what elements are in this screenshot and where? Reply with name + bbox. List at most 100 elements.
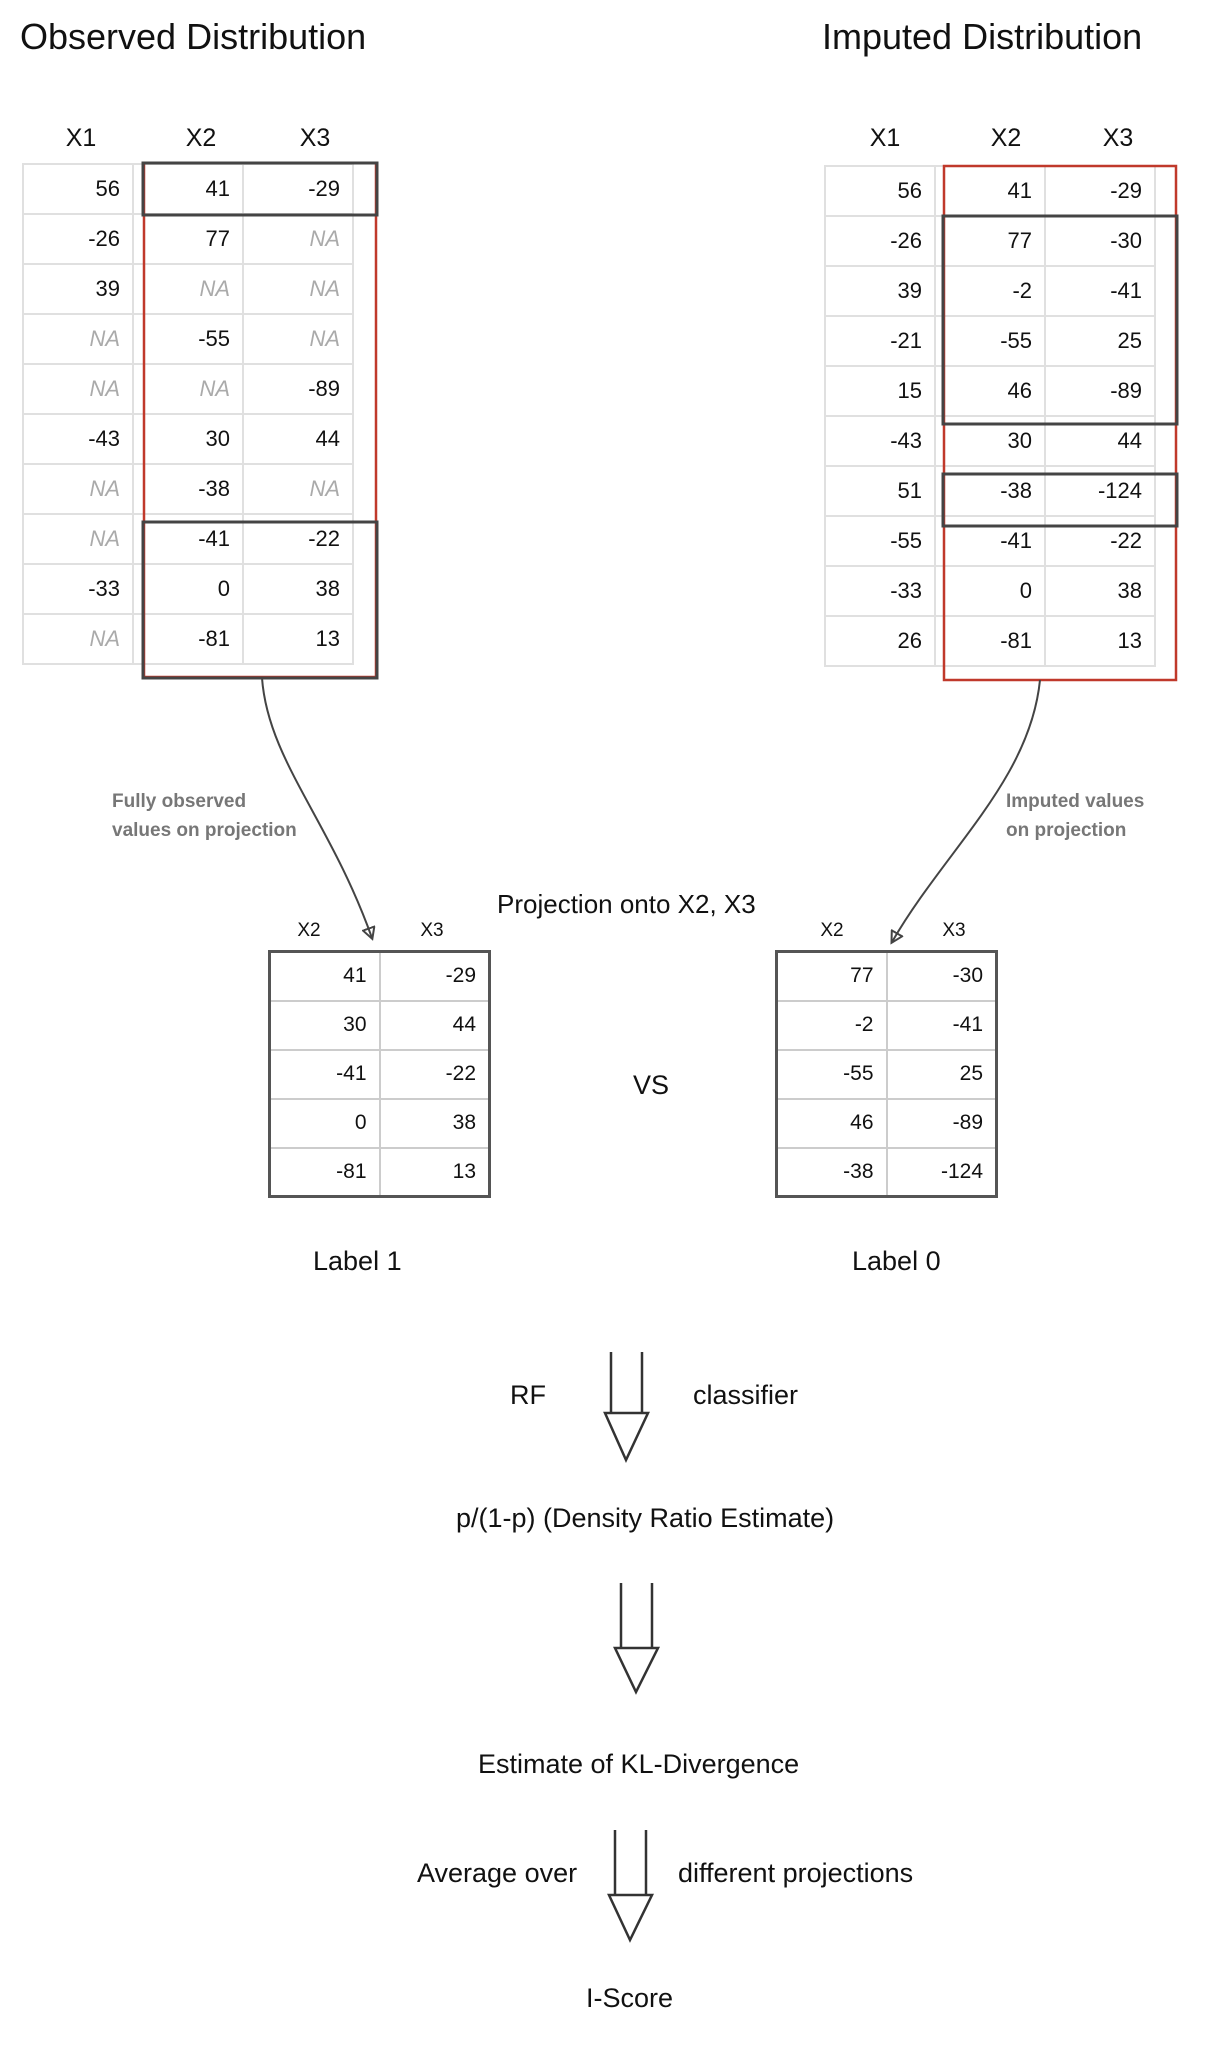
table-cell: NA [22, 363, 134, 415]
flow-different-projections: different projections [678, 1858, 914, 1888]
table-cell: -81 [934, 615, 1046, 667]
table-cell: NA [242, 213, 354, 265]
imputed-col-x1: X1 [869, 124, 901, 152]
table-cell: -22 [378, 1048, 491, 1100]
observed-annotation: Fully observed values on projection [112, 787, 297, 845]
table-cell: 15 [824, 365, 936, 417]
imputed-table-row: -55-41-22 [824, 515, 1156, 567]
flow-density-ratio: p/(1-p) (Density Ratio Estimate) [456, 1503, 835, 1533]
table-cell: NA [242, 263, 354, 315]
table-cell: -55 [775, 1048, 888, 1100]
table-cell: -26 [824, 215, 936, 267]
table-cell: NA [22, 513, 134, 565]
table-cell: 26 [824, 615, 936, 667]
label-imputed: Label 0 [852, 1246, 941, 1276]
imputed-dark-box-row7 [941, 472, 1179, 528]
observed-col-x3: X3 [299, 124, 331, 152]
down-arrow-3 [607, 1830, 655, 1943]
projection-observed-row: 41-29 [268, 950, 491, 1002]
table-cell: NA [22, 613, 134, 665]
observed-annotation-line2: values on projection [112, 820, 297, 841]
table-cell: -41 [132, 513, 244, 565]
table-cell: -38 [132, 463, 244, 515]
down-arrow-2 [613, 1583, 661, 1695]
table-cell: -81 [132, 613, 244, 665]
table-cell: 38 [378, 1097, 491, 1149]
table-cell: -30 [1044, 215, 1156, 267]
projection-imputed-row: -2-41 [775, 999, 998, 1051]
table-cell: -29 [242, 163, 354, 215]
projection-imputed-row: -38-124 [775, 1146, 998, 1198]
table-cell: 44 [242, 413, 354, 465]
projection-observed-row: -41-22 [268, 1048, 491, 1100]
table-cell: 13 [378, 1146, 491, 1198]
table-cell: -29 [378, 950, 491, 1002]
imputed-arrow [892, 679, 1041, 942]
table-cell: 30 [268, 999, 381, 1051]
observed-title: Observed Distribution [20, 16, 367, 57]
table-cell: -81 [268, 1146, 381, 1198]
table-cell: -29 [1044, 165, 1156, 217]
imputed-title: Imputed Distribution [822, 16, 1143, 57]
table-cell: 41 [132, 163, 244, 215]
table-cell: -41 [885, 999, 998, 1051]
table-cell: 77 [775, 950, 888, 1002]
observed-dark-box-rows8-10 [141, 520, 379, 680]
projection-imputed-row: 77-30 [775, 950, 998, 1002]
proj-imputed-col-x3: X3 [942, 920, 966, 941]
table-cell: -89 [885, 1097, 998, 1149]
table-cell: -43 [22, 413, 134, 465]
table-cell: 51 [824, 465, 936, 517]
table-cell: -26 [22, 213, 134, 265]
table-cell: 0 [132, 563, 244, 615]
table-cell: -2 [775, 999, 888, 1051]
label-observed: Label 1 [313, 1246, 402, 1276]
table-cell: 56 [22, 163, 134, 215]
table-cell: -41 [268, 1048, 381, 1100]
table-cell: -33 [22, 563, 134, 615]
table-cell: -43 [824, 415, 936, 467]
table-cell: -55 [132, 313, 244, 365]
table-cell: -22 [1044, 515, 1156, 567]
flow-rf: RF [510, 1380, 546, 1410]
observed-dark-box-row1 [141, 161, 379, 217]
imputed-col-x3: X3 [1102, 124, 1134, 152]
proj-imputed-col-x2: X2 [820, 920, 844, 941]
imputed-annotation-line1: Imputed values [1006, 791, 1145, 812]
observed-arrow [261, 677, 372, 938]
table-cell: -55 [824, 515, 936, 567]
table-cell: -41 [934, 515, 1046, 567]
table-cell: -30 [885, 950, 998, 1002]
observed-col-x2: X2 [185, 124, 217, 152]
table-cell: 0 [934, 565, 1046, 617]
flow-i-score: I-Score [586, 1983, 674, 2013]
table-cell: NA [242, 463, 354, 515]
down-arrow-1 [603, 1352, 650, 1464]
projection-title: Projection onto X2, X3 [497, 889, 756, 919]
imputed-annotation: Imputed values on projection [1006, 787, 1144, 845]
table-cell: NA [132, 263, 244, 315]
table-cell: NA [132, 363, 244, 415]
table-cell: 44 [378, 999, 491, 1051]
flow-average-over: Average over [417, 1858, 578, 1888]
table-cell: -38 [775, 1146, 888, 1198]
table-cell: -41 [1044, 265, 1156, 317]
imputed-annotation-line2: on projection [1006, 820, 1127, 841]
